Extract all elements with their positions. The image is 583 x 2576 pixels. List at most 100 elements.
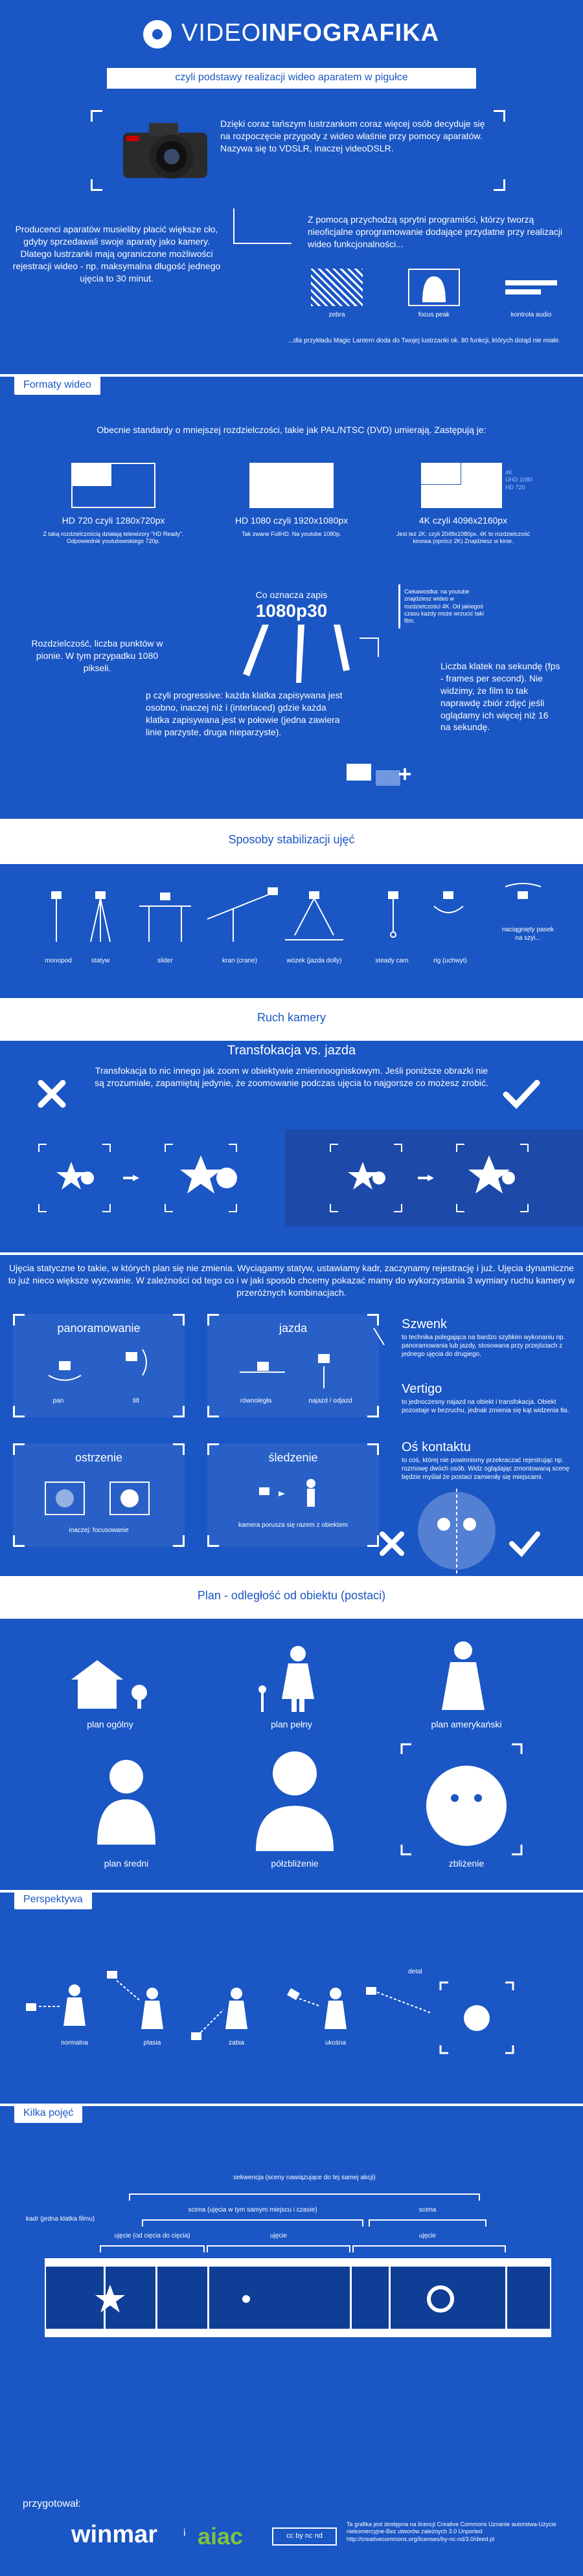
features-row: zebra focus peak kontrola audio: [304, 265, 577, 324]
formats-intro: Obecnie standardy o mniejszej rozdzielcz…: [97, 425, 486, 435]
format-name: HD 1080 czyli 1920x1080px: [234, 515, 349, 526]
motion-boxes: panoramowanie pan tilt jazda równoległa …: [13, 1314, 392, 1553]
page-title: VIDEOINFOGRAFIKA: [181, 19, 440, 47]
axis-diagram-icon: [363, 1489, 557, 1579]
term-shot: ujęcie (od cięcia do cięcia): [114, 2232, 190, 2239]
magic-lantern-note: ...dla przykładu Magic Lantern doda do T…: [288, 337, 561, 344]
camera-icon: [117, 117, 220, 184]
aiac-logo: aiac: [198, 2523, 244, 2549]
vertigo-text: to jednoczesny najazd na obiekt i transf…: [402, 1399, 569, 1414]
plan-label: plan amerykański: [431, 1719, 502, 1729]
zoom-text: Transfokacja to nic innego jak zoom w ob…: [95, 1065, 488, 1088]
wrong-icon: [36, 1078, 68, 1110]
feature-label: zebra: [328, 311, 345, 318]
box-label: równoległa: [240, 1397, 272, 1405]
connector-line: [372, 1327, 385, 1346]
plan-label: plan pełny: [271, 1719, 312, 1729]
perspective-label: detal: [408, 1968, 422, 1975]
perspective-label: normalna: [61, 2039, 88, 2047]
amp-label: i: [183, 2527, 186, 2538]
vertigo-title: Vertigo: [402, 1382, 442, 1396]
zoom-title: Transfokacja vs. jazda: [227, 1043, 356, 1058]
stabilization-label: slider: [157, 957, 173, 964]
box-label: najazd / odjazd: [308, 1397, 352, 1405]
format-name: 4K czyli 4096x2160px: [418, 515, 508, 526]
stabilization-label: statyw: [91, 957, 110, 964]
term-frame: kadr (jedna klatka filmu): [26, 2215, 95, 2223]
fps-note: Liczba klatek na sekundę (fps - frames p…: [440, 661, 560, 733]
feature-label: focus peak: [418, 311, 450, 318]
programs-text: Z pomocą przychodzą sprytni programiści,…: [308, 214, 562, 249]
perspective-label: ukośna: [325, 2039, 347, 2047]
frames-icon: [340, 761, 418, 786]
code-question: Co oznacza zapis: [255, 590, 328, 600]
stabilization-label: naciągnięty pasek na szyi...: [501, 926, 554, 942]
format-desc: Tak zwane FullHD. Na youtube 1080p.: [242, 531, 341, 537]
divider: [0, 2104, 583, 2106]
axis-title: Oś kontaktu: [402, 1440, 471, 1454]
divider: [0, 374, 583, 377]
box-title: panoramowanie: [57, 1322, 141, 1335]
plans-grid: plan ogólny plan pełny plan amerykański …: [0, 1638, 583, 1871]
static-dynamic-text: Ujęcia statyczne to takie, w których pla…: [8, 1263, 575, 1298]
code-arrows: [236, 625, 353, 683]
cc-license-badge: cc by nc nd: [272, 2527, 337, 2546]
terms-diagram: sekwencja (sceny nawiązujące do tej same…: [26, 2174, 557, 2356]
section-label-plans: Plan - odległość od obiektu (postaci): [0, 1576, 583, 1619]
section-label-perspective: Perspektywa: [14, 1890, 92, 1909]
term-scene: scena (ujęcia w tym samym miejscu i czas…: [188, 2206, 317, 2214]
box-label: tilt: [133, 1397, 139, 1405]
subtitle-band: czyli podstawy realizacji wideo aparatem…: [107, 68, 476, 89]
hd720-icon: [71, 463, 155, 508]
audio-control-icon: [505, 269, 557, 306]
stabilization-row: monopod statyw slider kran (crane) wózek…: [0, 880, 583, 977]
zoom-strip: [0, 1129, 583, 1227]
stabilization-label: monopod: [45, 957, 72, 964]
box-title: śledzenie: [268, 1451, 318, 1464]
plan-label: plan średni: [104, 1858, 149, 1869]
section-label-terms: Kilka pojęć: [14, 2104, 83, 2123]
box-label: inaczej: focusowanie: [69, 1527, 129, 1534]
section-label-stabilization: Sposoby stabilizacji ujęć: [0, 819, 583, 864]
stabilization-label: steady cam: [375, 957, 409, 964]
uhd-legend: 4K UHD 1080 HD 720: [505, 469, 533, 491]
zebra-icon: [311, 269, 363, 306]
resolution-note: Rozdzielczość, liczba punktów w pionie. …: [31, 638, 163, 673]
correct-icon: [502, 1078, 541, 1110]
axis-text: to coś, której nie powinnismy przekracza…: [402, 1457, 570, 1481]
code-display: 1080p30: [255, 601, 328, 621]
hd1080-icon: [249, 463, 334, 508]
4k-icon: [421, 463, 502, 508]
winmar-logo: winmar: [71, 2521, 158, 2548]
divider: [0, 1252, 583, 1255]
szwenk-text: to technika polegająca na bardzo szybkim…: [402, 1334, 566, 1358]
section-label-formats: Formaty wideo: [14, 375, 100, 395]
szwenk-title: Szwenk: [402, 1317, 448, 1331]
feature-label: kontrola audio: [510, 311, 552, 318]
term-sequence: sekwencja (sceny nawiązujące do tej same…: [233, 2174, 376, 2181]
plan-label: zbliżenie: [448, 1858, 485, 1869]
box-title: ostrzenie: [74, 1451, 123, 1464]
prepared-by-label: przygotował:: [23, 2498, 81, 2509]
curiosity-note: Ciekawostka: na youtube znajdziesz wideo…: [398, 584, 496, 629]
stabilization-label: wózek (jazda dolly): [286, 957, 342, 964]
progressive-note: p czyli progressive: każda klatka zapisy…: [146, 690, 343, 737]
intro-box: Dzięki coraz tańszym lustrzankom coraz w…: [91, 110, 505, 191]
box-title: jazda: [279, 1322, 308, 1335]
intro-text: Dzięki coraz tańszym lustrzankom coraz w…: [220, 118, 485, 153]
focus-peak-icon: [408, 269, 460, 306]
divider: [0, 1890, 583, 1893]
license-text: Ta grafika jest dostępna na licencji Cre…: [347, 2521, 556, 2542]
term-shot: ujęcie: [269, 2232, 288, 2239]
section-label-motion: Ruch kamery: [0, 998, 583, 1041]
box-label: kamera porusza się razem z obiektem: [238, 1522, 348, 1529]
term-shot: ujęcie: [418, 2232, 437, 2239]
producers-text: Producenci aparatów musieliby płacić wię…: [12, 224, 221, 283]
perspective-label: żabia: [229, 2039, 244, 2047]
plan-label: plan ogólny: [87, 1719, 133, 1729]
term-scene: scena: [418, 2206, 437, 2214]
format-desc: Z taką rozdzielczością działają telewizo…: [43, 531, 184, 545]
plan-label: półzbliżenie: [271, 1858, 319, 1869]
perspective-row: normalna ptasia żabia ukośna detal: [0, 1942, 583, 2071]
format-name: HD 720 czyli 1280x720px: [62, 515, 165, 526]
